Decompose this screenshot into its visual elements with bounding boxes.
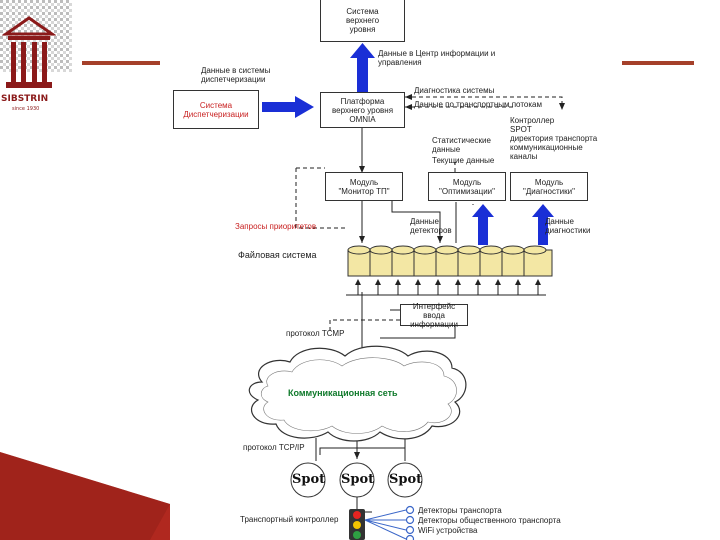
detector-icons bbox=[405, 505, 415, 540]
file-system-label: Файловая система bbox=[238, 250, 317, 260]
top-level-system-label: Система верхнего уровня bbox=[345, 7, 380, 34]
input-interface-box: Интерфейс ввода информации bbox=[400, 301, 468, 329]
tcmp-protocol-label: протокол ТСМР bbox=[286, 329, 345, 338]
dispatch-system-box: Система Диспетчеризации bbox=[173, 90, 259, 129]
tcp-protocol-label: протокол TCP/IP bbox=[243, 443, 305, 452]
stat-data-label: Статистические данные bbox=[432, 136, 491, 154]
arrow-up-to-optimize bbox=[472, 204, 494, 245]
top-level-system-box: Система верхнего уровня bbox=[320, 0, 405, 42]
arrow-up-to-top bbox=[350, 43, 375, 92]
spot-node-label: Spot bbox=[292, 472, 326, 487]
legend-public-transport-detectors: Детекторы общественного транспорта bbox=[418, 516, 561, 525]
arrow-right-to-platform bbox=[262, 96, 314, 118]
file-storage-cylinders bbox=[347, 245, 553, 277]
header-rule-right bbox=[622, 61, 694, 65]
spot-controller-label: Контроллер SPOT bbox=[510, 116, 555, 134]
omnia-platform-box: Платформа верхнего уровня OMNIA bbox=[320, 92, 405, 128]
dispatch-system-label: Система Диспетчеризации bbox=[183, 100, 249, 119]
optimization-module-label: Модуль "Оптимизации" bbox=[439, 177, 495, 196]
diagnostics-module-label: Модуль "Диагностики" bbox=[523, 177, 575, 196]
traffic-data-label: Данные по транспортным потокам bbox=[414, 100, 542, 109]
arrow-up-to-diagnostics bbox=[532, 204, 554, 245]
dispatch-data-label: Данные в системы диспетчеризации bbox=[201, 66, 271, 84]
diag-data-label: Данные диагностики bbox=[545, 217, 591, 235]
transport-dir-label: директория транспорта bbox=[510, 134, 598, 143]
communication-network-cloud bbox=[248, 345, 467, 442]
diag-system-label: Диагностика системы bbox=[414, 86, 495, 95]
priority-requests-label: Запросы приоритетов bbox=[235, 222, 317, 231]
spot-node-label: Spot bbox=[389, 472, 423, 487]
legend-transport-detectors: Детекторы транспорта bbox=[418, 506, 502, 515]
logo-name: SIBSTRIN bbox=[1, 94, 49, 104]
optimization-module-box: Модуль "Оптимизации" bbox=[428, 172, 506, 201]
monitor-module-box: Модуль "Монитор ТП" bbox=[325, 172, 403, 201]
corner-wedge-decoration bbox=[0, 452, 170, 540]
logo-subtitle: since 1930 bbox=[12, 106, 40, 112]
input-interface-label-2: информации bbox=[410, 319, 458, 329]
traffic-controller-label: Транспортный контроллер bbox=[240, 515, 339, 524]
detector-data-label: Данные детекторов bbox=[410, 217, 452, 235]
omnia-platform-label: Платформа верхнего уровня OMNIA bbox=[331, 96, 394, 124]
traffic-light-icon bbox=[349, 509, 365, 540]
university-building-icon bbox=[2, 16, 56, 88]
monitor-module-label: Модуль "Монитор ТП" bbox=[338, 177, 390, 196]
data-center-label: Данные в Центр информации и управления bbox=[378, 49, 496, 67]
diagnostics-module-box: Модуль "Диагностики" bbox=[510, 172, 588, 201]
legend-wifi-devices: WiFi устройства bbox=[418, 526, 478, 535]
spot-nodes bbox=[290, 462, 423, 498]
current-data-label: Текущие данные bbox=[432, 156, 495, 165]
communication-network-title: Коммуникационная сеть bbox=[288, 388, 398, 398]
header-rule-left bbox=[82, 61, 160, 65]
comm-channels-label: коммуникационные каналы bbox=[510, 143, 583, 161]
input-interface-label: Интерфейс ввода bbox=[412, 301, 456, 320]
spot-node-label: Spot bbox=[341, 472, 375, 487]
